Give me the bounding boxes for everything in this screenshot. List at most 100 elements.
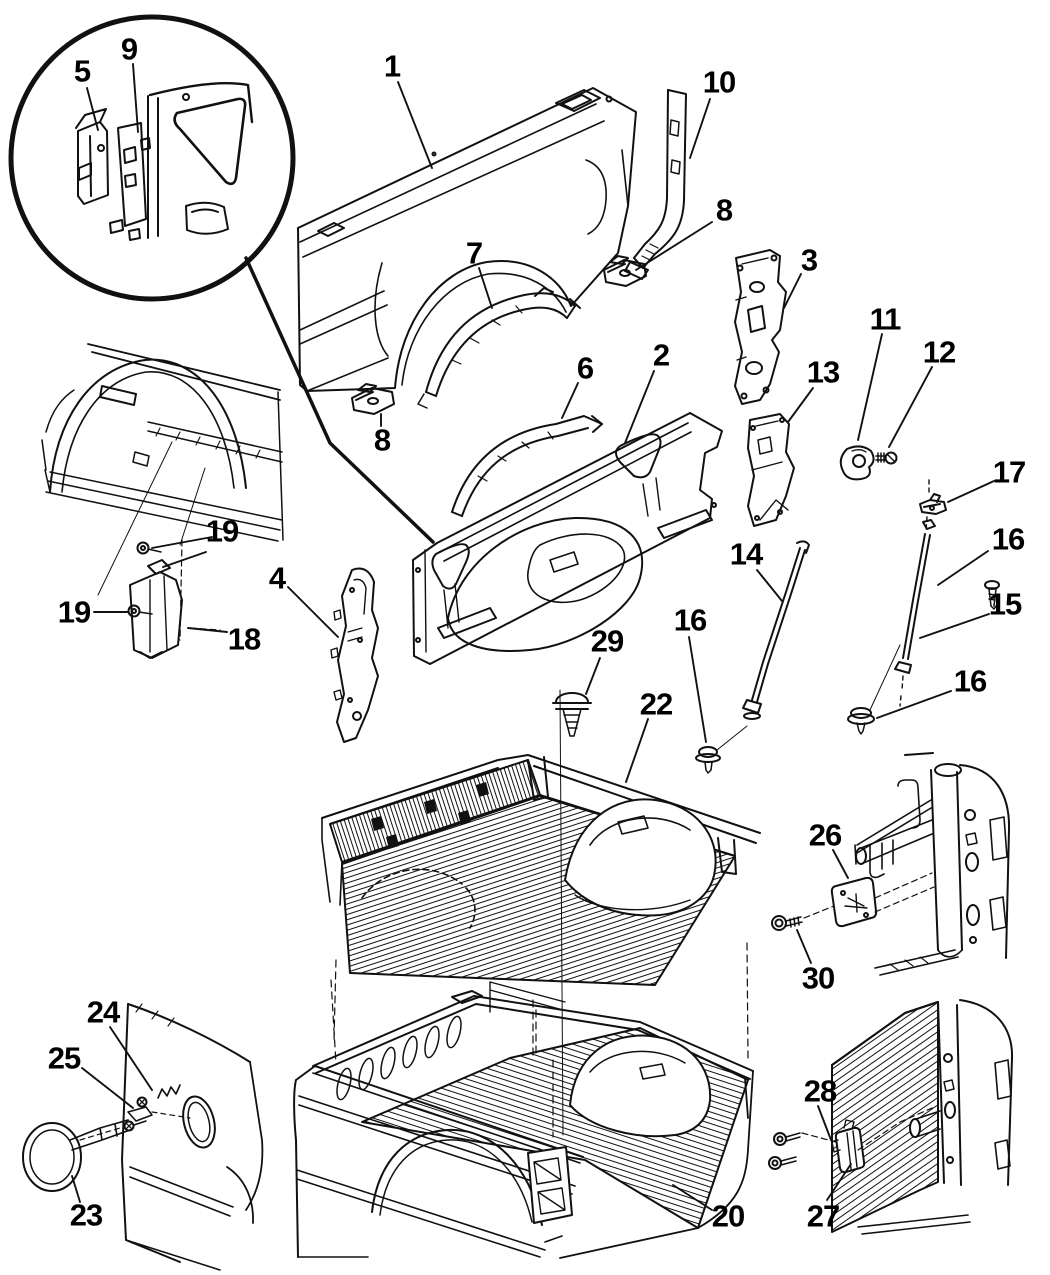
leader-line-24	[109, 1026, 153, 1091]
triangular-hole	[173, 97, 247, 186]
callout-19a[interactable]: 19	[205, 513, 239, 549]
leader-line-16b	[688, 636, 707, 743]
part-1-outer-quarter-panel	[297, 87, 637, 392]
handle-pocket	[185, 201, 229, 235]
part-15-tailgate-support-rod	[869, 519, 936, 711]
callout-19b[interactable]: 19	[57, 594, 91, 630]
callout-16c[interactable]: 16	[953, 663, 987, 699]
wheel-arch	[371, 1128, 543, 1226]
leader-line-2	[624, 370, 655, 444]
leader-line-28	[817, 1105, 832, 1141]
callout-24[interactable]: 24	[86, 994, 120, 1030]
leader-line-11	[857, 333, 883, 441]
taillight-housing	[527, 1146, 573, 1224]
inset-leader-line	[244, 256, 435, 544]
callout-16a[interactable]: 16	[991, 521, 1025, 557]
bracket-5	[75, 108, 109, 205]
part-11-nut-clip	[839, 445, 875, 481]
part-27-mounting-bracket	[831, 1119, 866, 1174]
callout-22[interactable]: 22	[639, 686, 673, 722]
callout-27[interactable]: 27	[806, 1198, 840, 1234]
leader-lines	[71, 63, 995, 1211]
part-12-screw	[875, 451, 898, 465]
stake-pocket	[317, 222, 345, 237]
part-23-fuel-filler-door	[22, 1106, 191, 1192]
callout-30[interactable]: 30	[801, 960, 835, 996]
callout-26[interactable]: 26	[808, 817, 842, 853]
callout-8b[interactable]: 8	[373, 422, 391, 458]
callout-14[interactable]: 14	[729, 536, 763, 572]
leader-line-25	[81, 1067, 134, 1109]
callout-1[interactable]: 1	[383, 48, 401, 84]
callout-17[interactable]: 17	[992, 454, 1026, 490]
leader-line-10	[689, 98, 711, 159]
detail-circle-inset	[8, 14, 296, 302]
part-2-inner-quarter-panel	[412, 412, 723, 665]
callout-5[interactable]: 5	[73, 53, 91, 89]
part-25-screw	[123, 1096, 148, 1132]
leader-line-12	[888, 366, 933, 448]
callout-6[interactable]: 6	[576, 350, 594, 386]
leader-line-17	[947, 480, 995, 503]
leader-line-13	[787, 387, 814, 423]
part-24-spring	[157, 1084, 181, 1099]
part-26-mounting-plate	[830, 872, 935, 928]
part-4-pillar-reinforcement	[330, 567, 379, 743]
wheelhouse-bulge	[564, 798, 717, 917]
callout-12[interactable]: 12	[922, 334, 956, 370]
callout-10[interactable]: 10	[702, 64, 736, 100]
leader-line-5	[86, 87, 99, 131]
part-8-support-bracket	[351, 383, 395, 415]
leader-line-30	[796, 929, 812, 964]
callout-16b[interactable]: 16	[673, 602, 707, 638]
leader-line-18	[187, 627, 228, 633]
part-30-bolt	[771, 905, 835, 931]
leader-line-1	[397, 81, 433, 169]
part-19-bolt	[136, 541, 162, 555]
part-20-pickup-box-assembly	[293, 979, 754, 1259]
wheel-arch	[226, 1166, 254, 1224]
part-19-bolt	[127, 604, 153, 618]
quarter-panel-fuel-area	[121, 1003, 264, 1271]
part-13-extension-panel	[747, 413, 795, 527]
triangular-hole	[431, 543, 470, 590]
callout-2[interactable]: 2	[652, 337, 670, 373]
leader-line-19a	[162, 551, 207, 568]
callout-11[interactable]: 11	[869, 301, 902, 337]
callout-9[interactable]: 9	[120, 31, 138, 67]
leader-line-15	[919, 613, 990, 639]
leader-line-9	[132, 63, 139, 133]
callout-29[interactable]: 29	[590, 623, 624, 659]
part-7-wheelhouse-brace	[417, 287, 581, 409]
leader-line-22	[625, 718, 649, 783]
callout-20[interactable]: 20	[711, 1198, 745, 1234]
part-10-rear-pillar-reinforcement	[624, 89, 687, 280]
panel-corner-detail	[148, 82, 254, 124]
leader-line-27	[826, 1163, 852, 1201]
callout-18[interactable]: 18	[227, 621, 261, 657]
callout-4[interactable]: 4	[268, 560, 286, 596]
callout-23[interactable]: 23	[69, 1197, 103, 1233]
part-29-push-pin	[552, 692, 592, 737]
part-6-wheelhouse-brace	[451, 415, 603, 517]
leader-line-16c	[876, 690, 952, 719]
leader-line-20	[672, 1184, 713, 1211]
callout-25[interactable]: 25	[47, 1040, 81, 1076]
callout-13[interactable]: 13	[806, 354, 840, 390]
part-28-bolt	[768, 1107, 933, 1170]
fuel-filler-opening	[182, 1095, 216, 1149]
callout-3[interactable]: 3	[800, 242, 818, 278]
wheelhouse-bulge	[447, 516, 644, 652]
callout-15[interactable]: 15	[988, 586, 1022, 622]
leader-line-29	[585, 657, 601, 695]
cab-rear-corner	[854, 752, 1011, 976]
callout-7[interactable]: 7	[465, 235, 483, 271]
cab-back-panel-lower	[831, 999, 1014, 1235]
callout-8a[interactable]: 8	[715, 192, 733, 228]
part-16-push-pin	[847, 707, 875, 735]
leader-line-14	[756, 569, 783, 602]
leader-line-8a	[635, 221, 713, 271]
bracket-9	[117, 122, 151, 227]
callout-28[interactable]: 28	[803, 1073, 837, 1109]
